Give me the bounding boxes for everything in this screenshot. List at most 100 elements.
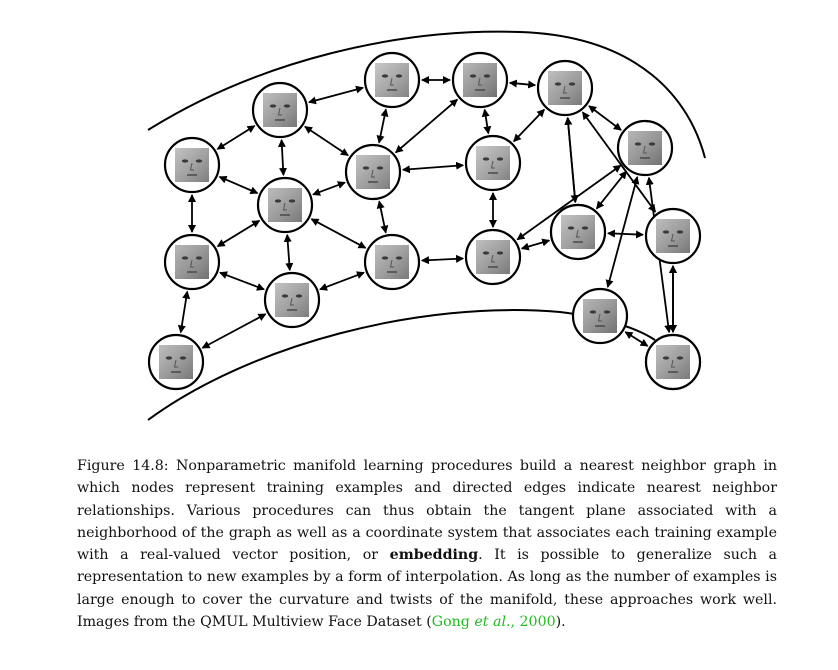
face-eye [181,159,189,163]
face-nose [490,160,495,169]
face-eye [568,82,576,86]
neighbor-edge [277,138,288,177]
face-node [147,333,205,391]
neighbor-edge [218,175,259,195]
face-eye [676,230,684,234]
face-nose [670,233,675,242]
nearest-neighbor-graph [147,30,706,421]
face-node [616,119,674,177]
face-eye [634,142,642,146]
neighbor-edge [420,254,465,265]
citation-etal: et al. [474,614,511,631]
face-node [451,51,509,109]
face-eye [362,166,370,170]
neighbor-edge [513,108,545,143]
neighbor-edge [376,108,389,144]
face-nose [670,359,675,368]
face-eye [482,251,490,255]
face-node [536,59,594,117]
face-eye [269,104,277,108]
face-eye [662,356,670,360]
caption-citation-link[interactable]: Gong et al., [432,614,520,630]
face-nose [597,313,602,322]
neighbor-edge [319,271,365,291]
face-node [644,333,702,391]
neighbor-edge [520,238,551,251]
face-eye [483,74,491,78]
face-nose [282,202,287,211]
neighbor-edge [596,170,627,210]
neighbor-edge [394,98,459,154]
caption-text-part3: ). [555,614,566,631]
citation-separator: , [510,614,520,631]
neighbor-edge [581,111,657,213]
face-eye [603,310,611,314]
face-eye [281,294,289,298]
face-eye [381,256,389,260]
face-eye [274,199,282,203]
face-eye [179,356,187,360]
face-eye [567,226,575,230]
face-eye [195,159,203,163]
face-node [256,176,314,234]
neighbor-edge [219,271,265,291]
neighbor-edge [304,125,349,157]
caption-embedding-term: embedding [389,547,479,564]
neighbor-edge [605,176,640,288]
face-eye [295,294,303,298]
face-nose [642,145,647,154]
face-eye [482,157,490,161]
neighbor-edge [401,161,465,174]
face-node [464,134,522,192]
neighbor-edge [376,200,389,234]
neighbor-edge [216,219,261,248]
citation-author: Gong [431,614,475,631]
face-node [263,271,321,329]
face-nose [490,254,495,263]
neighbor-edge [564,116,579,204]
face-eye [589,310,597,314]
face-eye [554,82,562,86]
face-node [163,233,221,291]
face-eye [395,74,403,78]
face-eye [469,74,477,78]
face-node [363,51,421,109]
neighbor-edge [481,108,492,135]
neighbor-edge [312,181,346,196]
neighbor-edge [201,313,267,349]
face-nose [562,85,567,94]
neighbor-edge [216,125,256,150]
face-nose [370,169,375,178]
face-eye [676,356,684,360]
figure-caption: Figure 14.8: Nonparametric manifold lear… [77,455,777,633]
face-eye [181,256,189,260]
face-node [464,228,522,286]
face-nose [173,359,178,368]
neighbor-edge [606,229,645,239]
face-node [251,81,309,139]
face-nose [389,259,394,268]
neighbor-edge [177,290,191,334]
face-nose [189,259,194,268]
neighbor-edge [283,233,294,272]
face-eye [496,157,504,161]
neighbor-edge [310,218,367,249]
neighbor-edge [308,85,364,105]
face-eye [195,256,203,260]
face-eye [581,226,589,230]
face-nose [289,297,294,306]
face-node [163,136,221,194]
face-nose [477,77,482,86]
face-nose [189,162,194,171]
face-eye [165,356,173,360]
caption-text-part1: Figure 14.8: Nonparametric manifold lear… [77,458,777,564]
face-eye [376,166,384,170]
face-node [363,233,421,291]
face-eye [648,142,656,146]
neighbor-edge [508,79,537,89]
face-eye [496,251,504,255]
caption-citation-year-link[interactable]: 2000 [519,614,556,631]
caption-text-part2: . It is possible to generalize such a re… [77,547,777,631]
face-eye [288,199,296,203]
face-eye [381,74,389,78]
